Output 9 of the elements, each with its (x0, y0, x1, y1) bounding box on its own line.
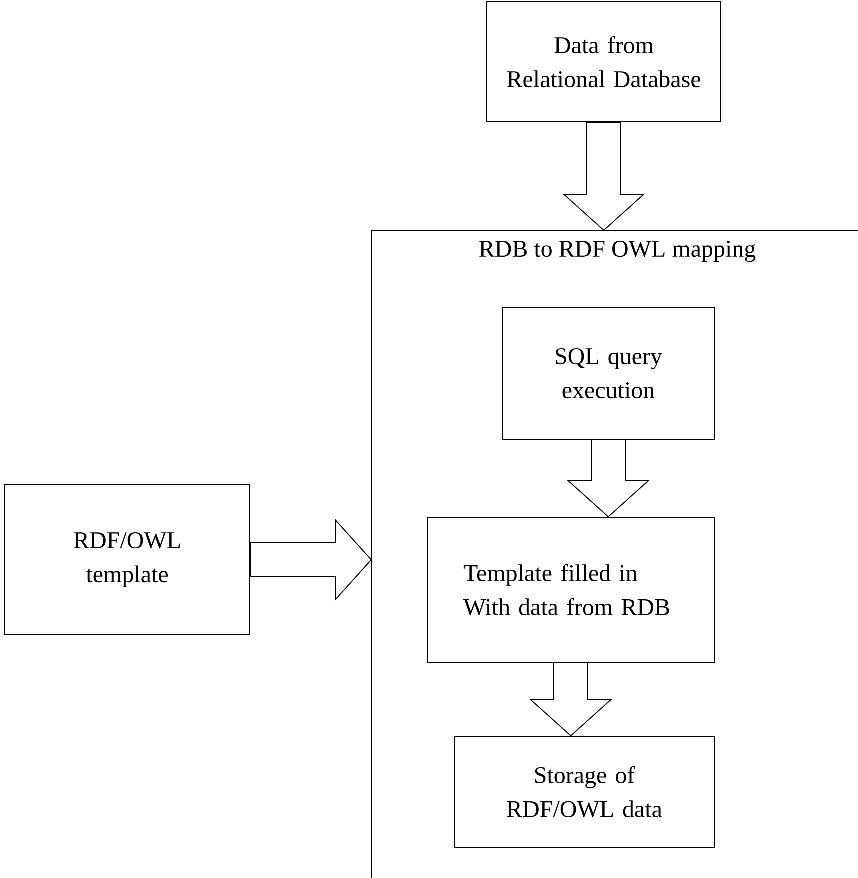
process-box: Template filled in With data from RDB (427, 517, 715, 663)
process-box: Data from Relational Database (486, 2, 722, 122)
process-box: Storage of RDF/OWL data (454, 736, 715, 848)
block-arrow (562, 122, 646, 232)
process-box: SQL query execution (502, 307, 715, 440)
block-arrow (567, 440, 650, 518)
process-box: RDF/OWL template (4, 484, 250, 636)
block-arrow (530, 662, 612, 737)
block-arrow (250, 518, 372, 602)
